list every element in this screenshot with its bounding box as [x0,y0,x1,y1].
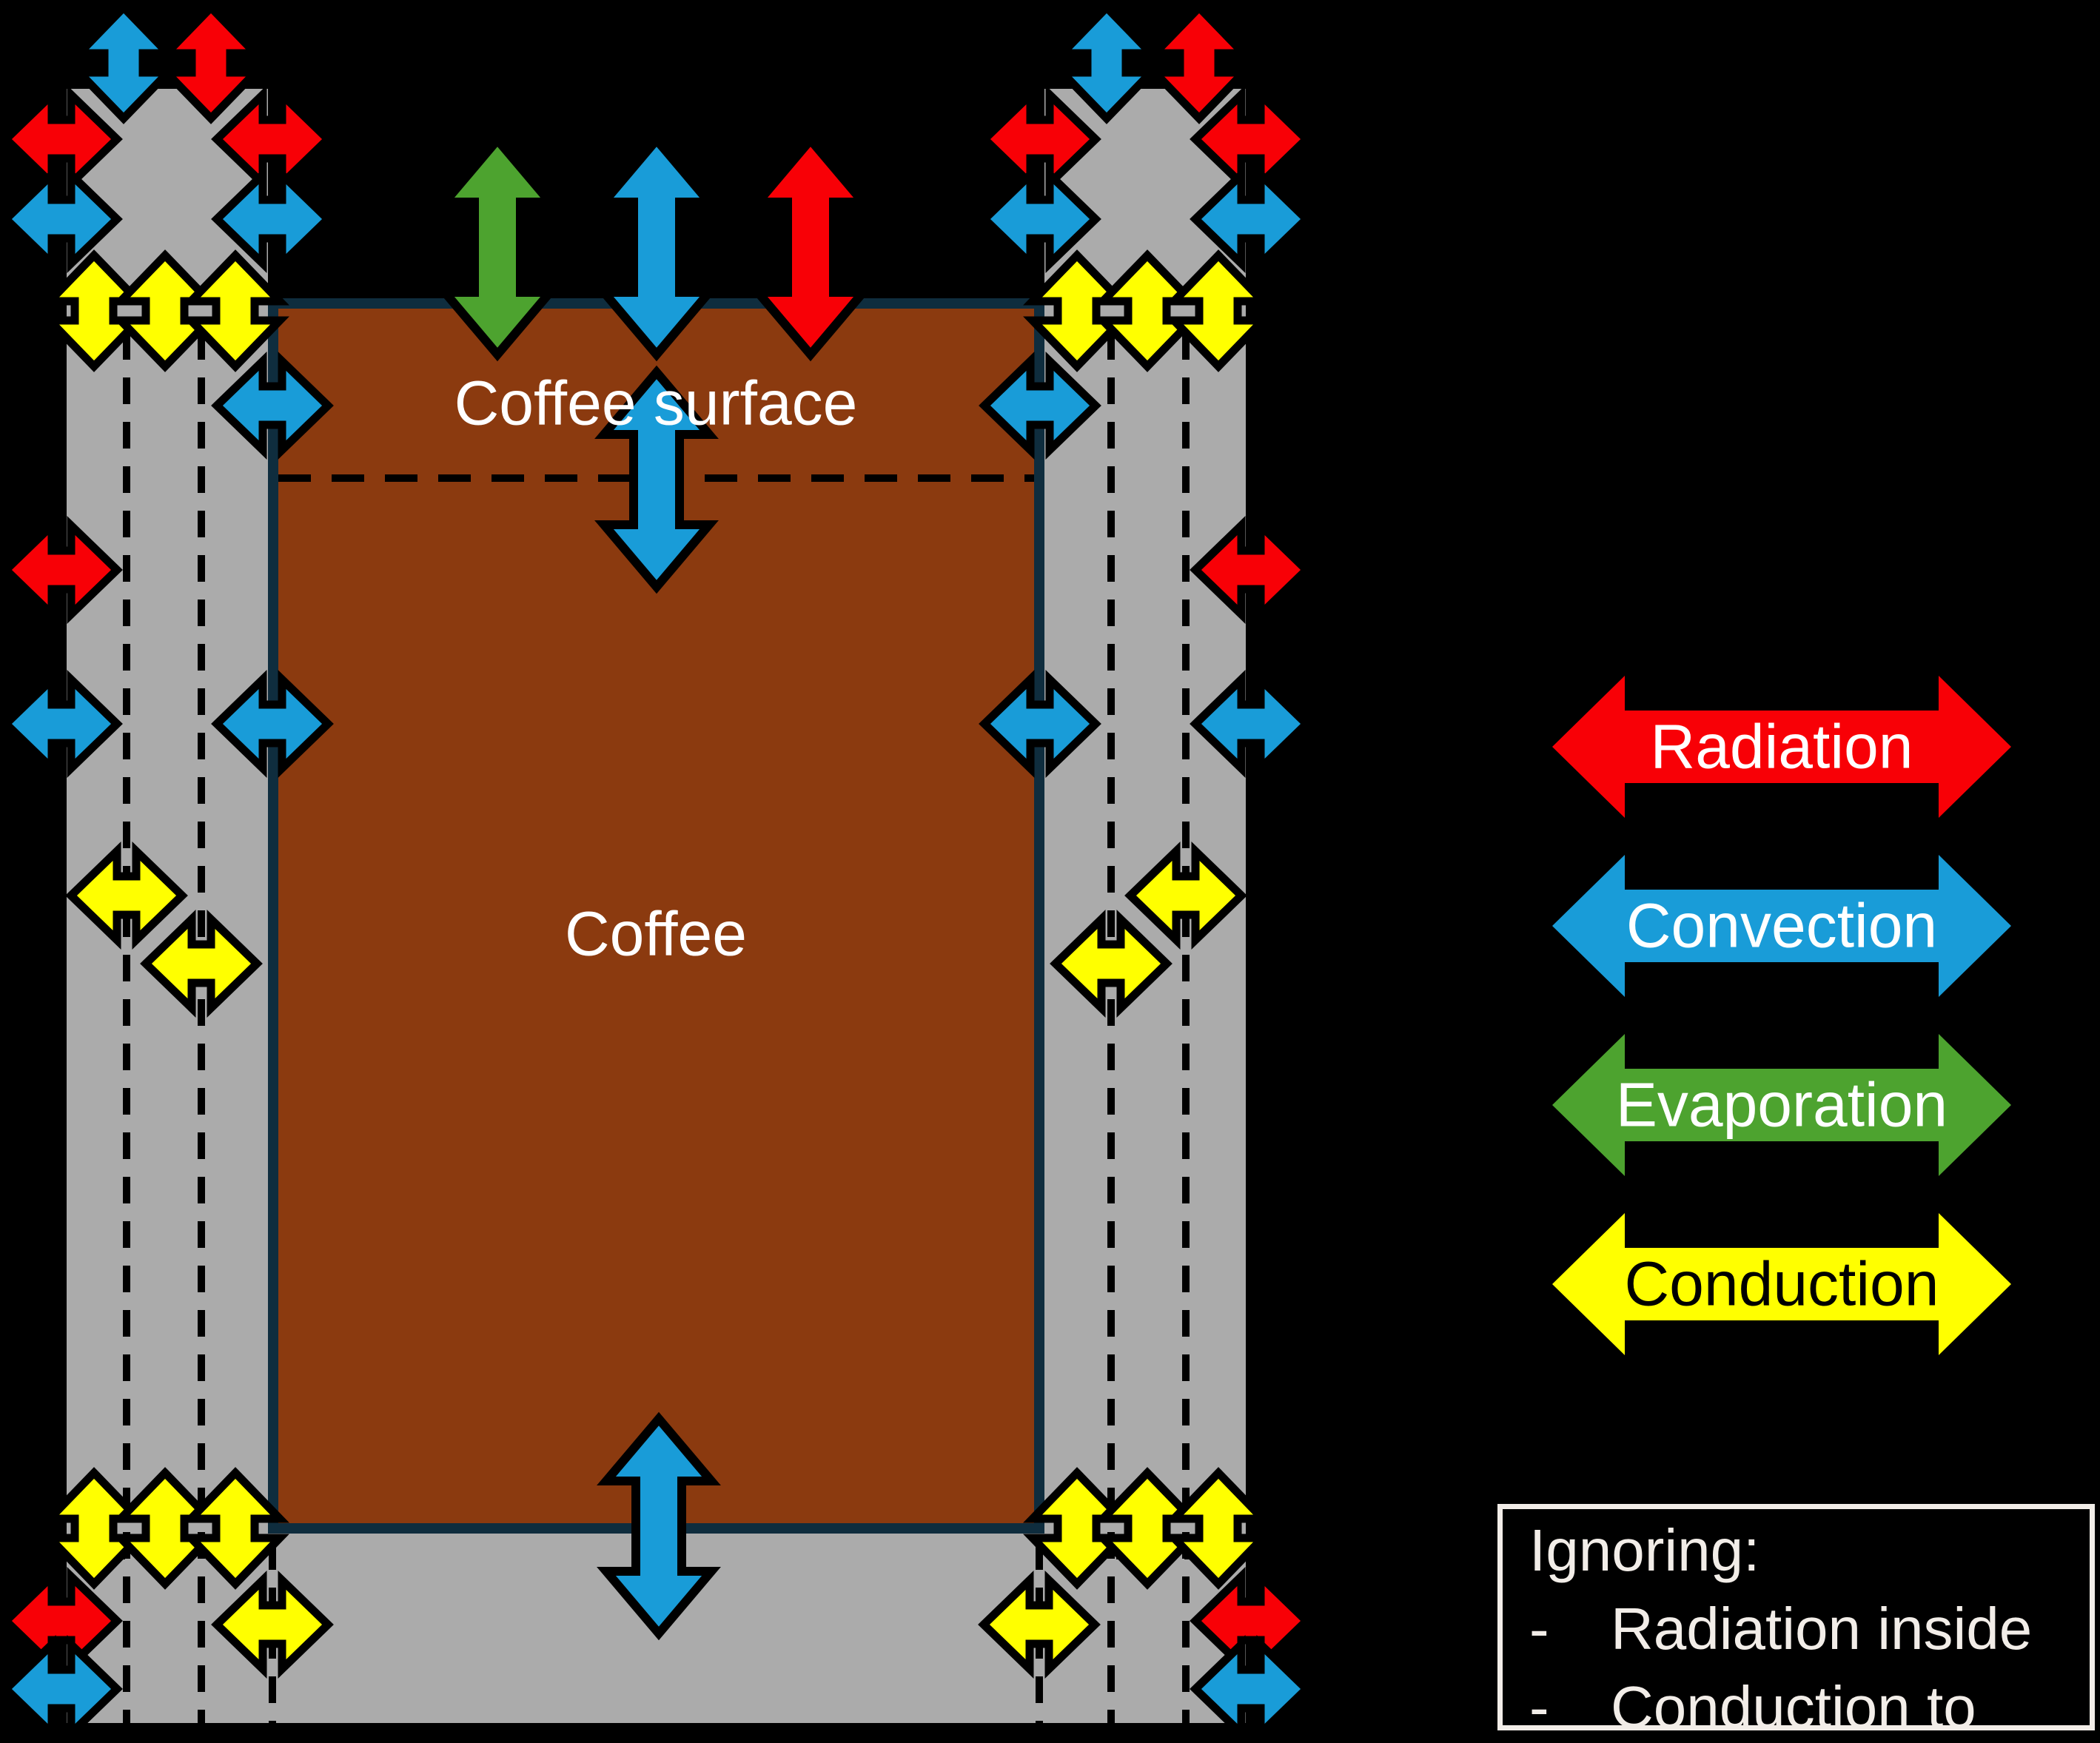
right-base-joint-dashes [1048,1553,1242,1559]
right-wall-inner-layer-dashed-line [1107,333,1115,1723]
ignoring-item-text: Conduction to table [1611,1674,1976,1743]
coffee-surface-dashed-line [278,474,1034,482]
left-wall-inner-layer-dashed-line [123,333,130,1723]
coffee-surface-label: Coffee surface [454,368,858,438]
legend-label-conduction: Conduction [1624,1249,1939,1319]
legend-label-radiation: Radiation [1650,711,1913,782]
right-rim-joint-dashes [1048,293,1242,300]
base-left-dashed-line [269,1543,276,1723]
legend-label-convection: Convection [1626,890,1938,961]
right-wall-inner-layer-dashed-line [1182,333,1190,1723]
left-rim-joint-dashes [70,293,264,300]
base-right-dashed-line [1036,1543,1043,1723]
ignoring-title: Ignoring: [1529,1517,1760,1583]
legend-label-evaporation: Evaporation [1615,1069,1948,1140]
ignoring-note-box: Ignoring: - Radiation inside - Conductio… [1497,1504,2095,1743]
left-wall-inner-layer-dashed-line [198,333,205,1723]
bullet-dash: - [1529,1674,1549,1740]
right-rim-joint-dashes [1048,327,1242,334]
left-base-joint-dashes [70,1504,264,1511]
right-base-joint-dashes [1048,1504,1242,1511]
bullet-dash: - [1529,1596,1549,1662]
left-rim-joint-dashes [70,327,264,334]
cup-right-wall [1044,89,1246,1723]
coffee-label: Coffee [565,899,747,969]
ignoring-item-text: Radiation inside [1611,1596,2033,1662]
left-base-joint-dashes [70,1553,264,1559]
cup-left-wall [67,89,268,1723]
ignoring-item: - Radiation inside [1529,1595,2090,1663]
ignoring-item: - Conduction to table [1529,1673,2090,1743]
